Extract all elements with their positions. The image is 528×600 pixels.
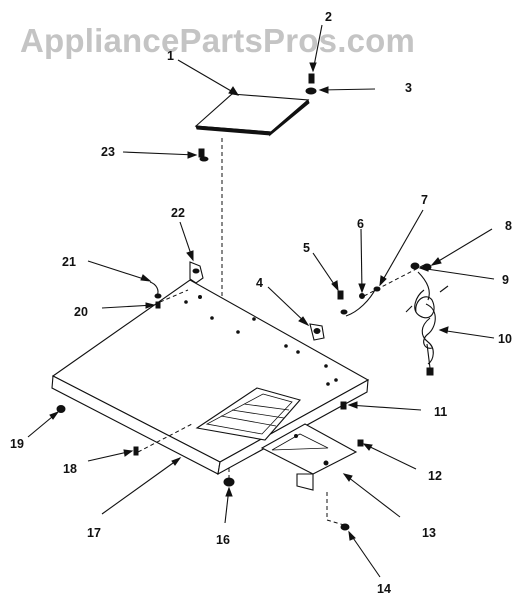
callout-11: 11 bbox=[434, 405, 447, 419]
callout-7: 7 bbox=[421, 193, 428, 207]
arrowheads bbox=[49, 62, 449, 541]
screw-part-11 bbox=[340, 401, 347, 410]
connector-part-9 bbox=[410, 262, 420, 270]
washer-part-3 bbox=[305, 87, 317, 95]
callout-14: 14 bbox=[377, 582, 391, 596]
callout-18: 18 bbox=[63, 462, 77, 476]
callout-19: 19 bbox=[10, 437, 24, 451]
callout-2: 2 bbox=[325, 10, 332, 24]
callout-22: 22 bbox=[171, 206, 185, 220]
callout-1: 1 bbox=[167, 49, 174, 63]
callout-10: 10 bbox=[498, 332, 512, 346]
bracket-part-22 bbox=[189, 261, 204, 284]
leader-lines bbox=[27, 24, 495, 578]
screw-part-5 bbox=[337, 290, 348, 315]
wire-part-7 bbox=[345, 286, 381, 317]
bracket-part-13 bbox=[260, 423, 358, 491]
screw-part-12 bbox=[357, 439, 364, 447]
wire-part-21 bbox=[149, 281, 162, 299]
callout-13: 13 bbox=[422, 526, 436, 540]
foot-part-16 bbox=[223, 477, 235, 487]
grommet-part-6 bbox=[359, 293, 365, 299]
callout-12: 12 bbox=[428, 469, 442, 483]
wire-alignment-line bbox=[363, 264, 425, 297]
callout-5: 5 bbox=[303, 241, 310, 255]
nut-part-14 bbox=[340, 523, 350, 531]
callout-20: 20 bbox=[74, 305, 88, 319]
clip-part-4 bbox=[309, 323, 325, 341]
screw-part-20 bbox=[155, 301, 161, 309]
foot-part-19 bbox=[56, 405, 66, 413]
callout-3: 3 bbox=[405, 81, 412, 95]
cover-plate-part bbox=[194, 93, 310, 137]
callout-6: 6 bbox=[357, 217, 364, 231]
callout-23: 23 bbox=[101, 145, 115, 159]
callout-9: 9 bbox=[502, 273, 509, 287]
power-cord-part-10 bbox=[405, 271, 449, 376]
callout-8: 8 bbox=[505, 219, 512, 233]
alignment-line bbox=[326, 519, 345, 526]
callout-16: 16 bbox=[216, 533, 230, 547]
tabletop-part bbox=[51, 279, 370, 476]
alignment-line bbox=[137, 423, 193, 453]
screw-part-23 bbox=[198, 148, 209, 162]
watermark-text: AppliancePartsPros.com bbox=[20, 22, 415, 59]
screw-part-18 bbox=[133, 446, 139, 456]
callout-17: 17 bbox=[87, 526, 101, 540]
callout-4: 4 bbox=[256, 276, 263, 290]
screw-part-2 bbox=[308, 73, 315, 84]
callout-21: 21 bbox=[62, 255, 76, 269]
alignment-line bbox=[159, 289, 189, 303]
